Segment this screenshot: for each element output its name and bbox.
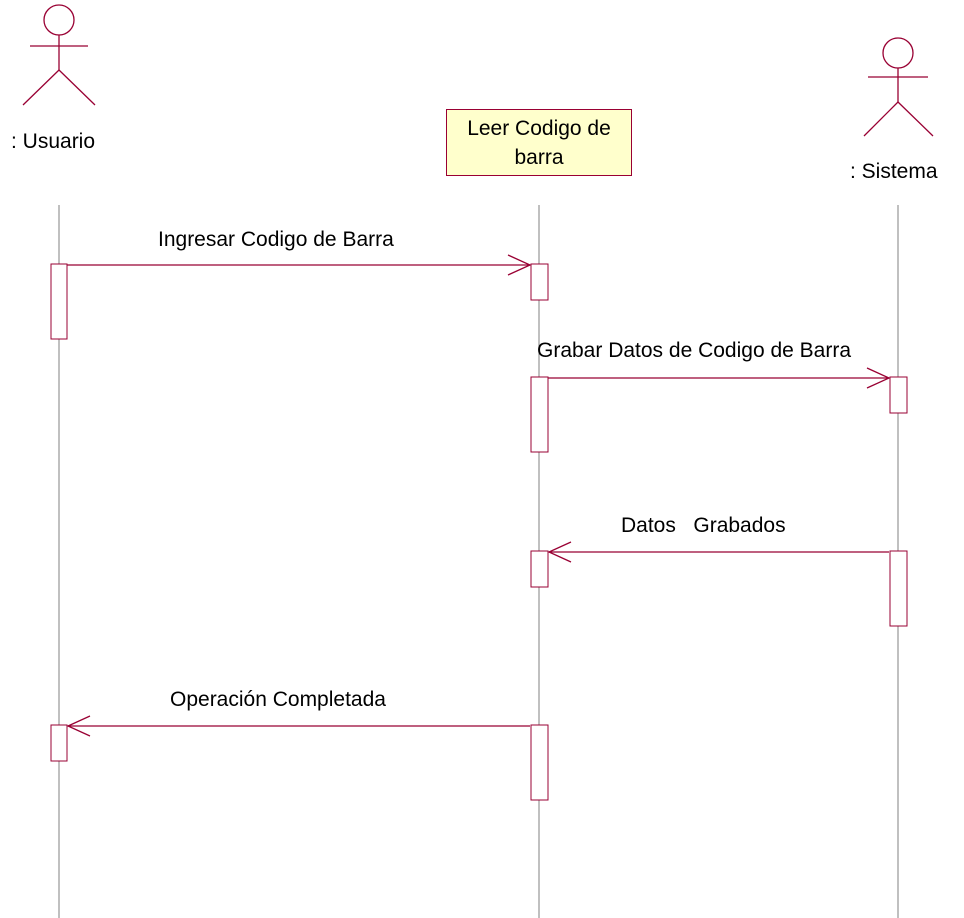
activation-objeto-2 <box>530 376 549 453</box>
message-arrow-1 <box>67 254 532 276</box>
activation-usuario-2 <box>50 724 68 762</box>
activation-usuario-1 <box>50 263 68 340</box>
object-leer-codigo-box: Leer Codigo de barra <box>446 109 632 176</box>
message-arrow-3 <box>547 541 889 563</box>
actor-sistema-icon <box>863 37 934 137</box>
activation-sistema-1 <box>889 376 908 414</box>
activation-sistema-2 <box>889 550 908 627</box>
message-arrow-2 <box>548 367 891 389</box>
activation-objeto-3 <box>530 550 549 588</box>
activation-objeto-4 <box>530 724 549 801</box>
actor-usuario-label: : Usuario <box>11 130 95 153</box>
activation-objeto-1 <box>530 263 549 301</box>
actor-sistema-label: : Sistema <box>850 160 938 183</box>
message-label-4: Operación Completada <box>170 688 386 711</box>
message-label-1: Ingresar Codigo de Barra <box>158 228 394 251</box>
message-arrow-4 <box>66 715 530 737</box>
object-leer-codigo-label: Leer Codigo de barra <box>467 116 611 169</box>
actor-usuario-icon <box>22 4 96 106</box>
message-label-2: Grabar Datos de Codigo de Barra <box>537 339 851 362</box>
message-label-3: Datos Grabados <box>621 514 786 537</box>
